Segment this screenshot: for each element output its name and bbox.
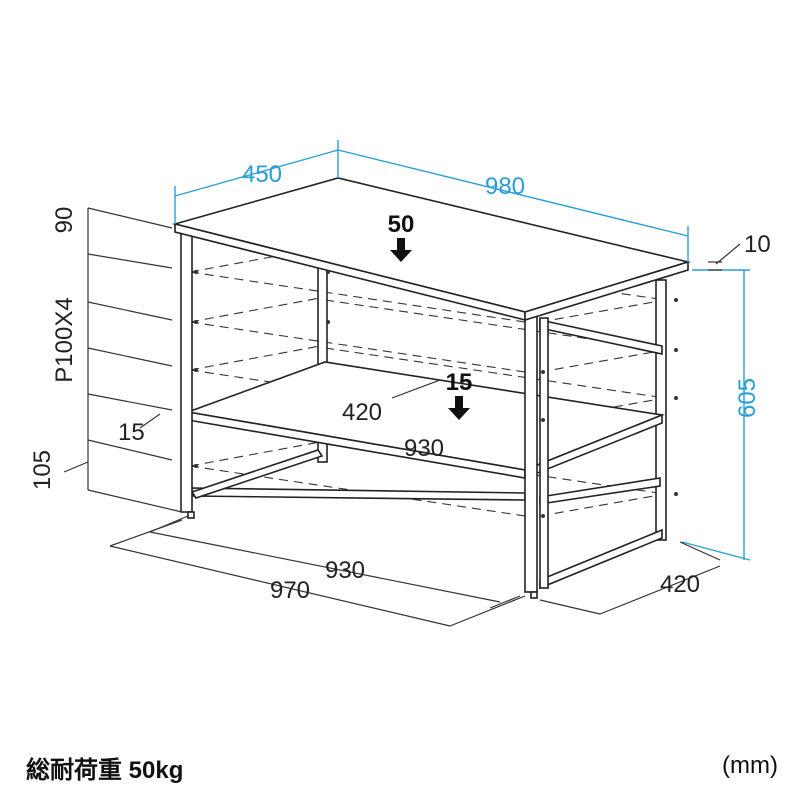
- dim-left-vertical: [63, 207, 183, 513]
- dim-depth-top-label: 450: [242, 161, 282, 188]
- dim-base-depth-label: 420: [660, 571, 700, 598]
- dim-top-thickness-label: 10: [744, 231, 771, 258]
- load-shelf-label: 15: [446, 369, 473, 396]
- dim-shelf-depth-leader: [391, 379, 441, 399]
- total-load-caption: 総耐荷重 50kg: [26, 757, 184, 784]
- dim-width-top: [337, 149, 689, 262]
- dim-base-outer-label: 970: [270, 577, 310, 604]
- dim-width-top-label: 980: [485, 173, 525, 200]
- leg-holes: [194, 270, 678, 518]
- dim-bottom-offset-label: 105: [29, 450, 56, 490]
- dim-shelf-depth-label: 420: [342, 399, 382, 426]
- load-top-label: 50: [388, 211, 415, 238]
- dim-base: [109, 515, 721, 627]
- load-top-arrow: [390, 238, 412, 262]
- rack-frame: [171, 177, 692, 599]
- dim-pitch-label: P100X4: [51, 297, 78, 382]
- dim-base-inner-label: 930: [325, 557, 365, 584]
- load-shelf-arrow: [448, 396, 470, 420]
- dim-top-offset-label: 90: [51, 207, 78, 234]
- dim-top-thickness: [708, 243, 741, 271]
- dim-height-total-label: 605: [734, 378, 761, 418]
- dim-depth-top: [174, 140, 339, 224]
- dim-shelf-offset-label: 15: [118, 419, 145, 446]
- unit-label: (mm): [722, 752, 778, 779]
- dim-shelf-width-label: 930: [404, 435, 444, 462]
